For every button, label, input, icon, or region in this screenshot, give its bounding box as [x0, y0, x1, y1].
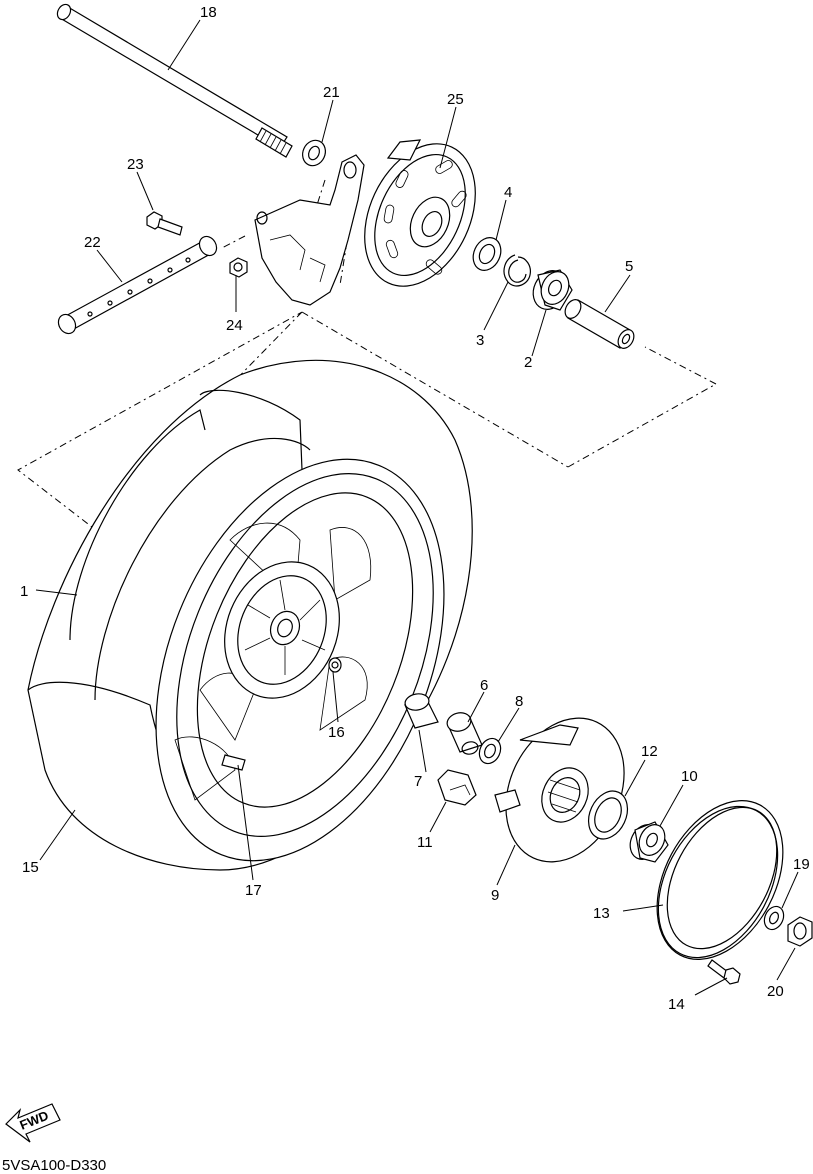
bolt-23 [146, 211, 183, 236]
callout-12: 12 [641, 743, 658, 760]
callout-1: 1 [20, 583, 28, 600]
fwd-arrow-icon: FWD [5, 1103, 61, 1143]
callout-23: 23 [127, 156, 144, 173]
bolt-14 [707, 959, 741, 985]
diagram-code: 5VSA100-D330 [2, 1157, 106, 1174]
nut-24 [229, 257, 248, 278]
collar-7 [404, 693, 439, 729]
callout-11: 11 [417, 834, 433, 851]
bearing-10 [629, 821, 669, 863]
callout-22: 22 [84, 234, 101, 251]
oil-seal-8 [478, 737, 502, 765]
damper-11 [437, 769, 477, 806]
callout-16: 16 [328, 724, 345, 741]
wheel-hub [224, 561, 340, 699]
callout-9: 9 [491, 887, 499, 904]
callout-15: 15 [22, 859, 39, 876]
sprocket-13 [656, 800, 784, 960]
callout-5: 5 [625, 258, 633, 275]
oil-seal-12 [587, 790, 629, 840]
oil-seal-4 [472, 237, 502, 271]
washer-19 [763, 905, 785, 931]
callout-18: 18 [200, 4, 217, 21]
callout-13: 13 [593, 905, 610, 922]
callout-7: 7 [414, 773, 422, 790]
callout-2: 2 [524, 354, 532, 371]
circlip-3 [503, 254, 531, 287]
callout-20: 20 [767, 983, 784, 1000]
callout-19: 19 [793, 856, 810, 873]
callout-4: 4 [504, 184, 512, 201]
leader-lines [35, 19, 799, 996]
washer-21 [302, 139, 326, 167]
collar-5 [564, 299, 635, 349]
callout-10: 10 [681, 768, 698, 785]
balance-weight-17 [221, 754, 246, 771]
callout-14: 14 [668, 996, 685, 1013]
callout-17: 17 [245, 882, 262, 899]
caliper-bracket [254, 154, 365, 306]
callout-labels: 18 21 25 23 4 22 5 24 3 2 1 6 8 16 12 7 … [20, 4, 810, 1013]
callout-24: 24 [226, 317, 243, 334]
bearing-2 [532, 269, 573, 311]
torque-rod [57, 235, 218, 335]
nut-20 [787, 916, 813, 947]
hub-bolt-16 [328, 657, 342, 673]
callout-6: 6 [480, 677, 488, 694]
callout-21: 21 [323, 84, 340, 101]
bearing-6 [446, 712, 483, 755]
callout-8: 8 [515, 693, 523, 710]
callout-25: 25 [447, 91, 464, 108]
callout-3: 3 [476, 332, 484, 349]
axle [56, 3, 293, 158]
brake-disc-plate [364, 139, 476, 287]
